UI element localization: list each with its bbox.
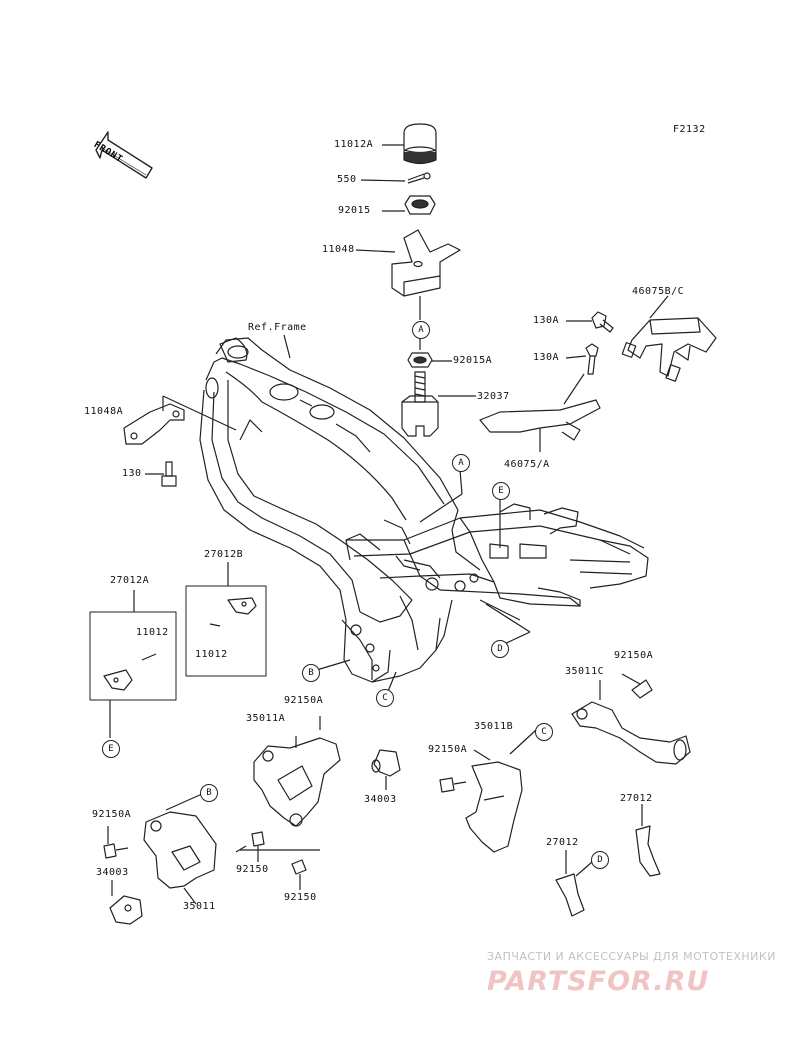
- part-label: 11048: [322, 244, 355, 255]
- footpeg-34003: [371, 749, 401, 777]
- ref-marker: C: [535, 723, 553, 741]
- part-label: 11012: [136, 627, 169, 638]
- bolt-92150a: [439, 777, 467, 793]
- footrest-bracket-35011c: [571, 701, 691, 765]
- main-frame: [199, 337, 649, 683]
- leader-line: [283, 334, 291, 359]
- bolt-92150a: [631, 679, 653, 699]
- bolt-130: [161, 461, 177, 487]
- ref-marker: E: [492, 482, 510, 500]
- part-label: 130: [122, 468, 142, 479]
- part-label: 35011B: [474, 721, 514, 732]
- clip-27012a: [103, 653, 157, 691]
- nut-92015a: [407, 352, 433, 368]
- leader-line: [473, 749, 491, 761]
- spring-27012: [635, 825, 661, 877]
- ref-marker: E: [102, 740, 120, 758]
- bolt-92150a: [103, 843, 129, 859]
- front-arrow-icon: [95, 131, 153, 179]
- part-label: 92150A: [284, 695, 324, 706]
- part-label: 35011A: [246, 713, 286, 724]
- part-label: 550: [337, 174, 357, 185]
- leader-line: [563, 373, 585, 405]
- part-label: 32037: [477, 391, 510, 402]
- leader-line: [485, 603, 531, 633]
- ref-marker: A: [412, 321, 430, 339]
- bracket-46075a: [479, 399, 601, 441]
- footrest-bracket-35011: [143, 811, 217, 889]
- bolt-130a: [585, 311, 614, 375]
- cap-part: [403, 123, 437, 165]
- leader-line: [575, 861, 593, 877]
- part-label: 92150: [284, 892, 317, 903]
- box-27012b: [185, 585, 267, 677]
- part-label: 35011: [183, 901, 216, 912]
- part-label: 130A: [533, 352, 560, 363]
- cotter-pin: [407, 172, 431, 184]
- leader-line: [649, 295, 669, 319]
- part-label: 92150A: [428, 744, 468, 755]
- part-label: 11048A: [84, 406, 124, 417]
- part-label: 27012B: [204, 549, 244, 560]
- part-label: 11012A: [334, 139, 374, 150]
- ref-marker: B: [302, 664, 320, 682]
- leader-line: [565, 355, 587, 359]
- bolt-92150: [235, 831, 265, 853]
- ref-marker: C: [376, 689, 394, 707]
- part-label: 92150A: [92, 809, 132, 820]
- bolt-92150: [291, 859, 307, 875]
- clip-27012b: [209, 597, 257, 627]
- mount-stud: [401, 371, 439, 437]
- part-label: 46075B/C: [632, 286, 685, 297]
- leader-line: [419, 493, 463, 523]
- part-label: 92015: [338, 205, 371, 216]
- footpeg-34003: [109, 895, 143, 925]
- leader-line: [459, 469, 463, 495]
- part-label: 27012: [620, 793, 653, 804]
- bracket-11048: [391, 229, 461, 297]
- part-label: 92150: [236, 864, 269, 875]
- bracket-46075bc: [621, 317, 717, 382]
- part-label: 35011C: [565, 666, 605, 677]
- ref-marker: A: [452, 454, 470, 472]
- leader-line: [360, 179, 406, 182]
- spring-27012: [555, 873, 585, 917]
- part-label: 27012A: [110, 575, 150, 586]
- part-label: 34003: [96, 867, 129, 878]
- part-label: 34003: [364, 794, 397, 805]
- part-label: 11012: [195, 649, 228, 660]
- castle-nut: [404, 195, 436, 215]
- part-label: 130A: [533, 315, 560, 326]
- leader-line: [165, 793, 203, 811]
- ref-marker: D: [491, 640, 509, 658]
- footrest-bracket-35011b: [465, 761, 523, 853]
- leader-line: [509, 729, 537, 755]
- watermark-tagline: ЗАПЧАСТИ И АКСЕССУАРЫ ДЛЯ МОТОТЕХНИКИ: [487, 950, 776, 963]
- leader-line: [355, 249, 396, 253]
- part-label: 92015A: [453, 355, 493, 366]
- watermark-logo: PARTSFOR.RU: [487, 966, 710, 997]
- box-27012a: [89, 611, 177, 701]
- leader-line: [162, 395, 237, 431]
- ref-frame-label: Ref.Frame: [248, 322, 307, 333]
- part-label: 92150A: [614, 650, 654, 661]
- leader-line: [183, 887, 197, 905]
- ref-marker: D: [591, 851, 609, 869]
- figure-code: F2132: [673, 124, 706, 135]
- part-label: 46075/A: [504, 459, 550, 470]
- footrest-bracket-35011a: [253, 737, 341, 827]
- part-label: 27012: [546, 837, 579, 848]
- bracket-11048a: [123, 403, 185, 445]
- leader-line: [621, 673, 641, 685]
- ref-marker: B: [200, 784, 218, 802]
